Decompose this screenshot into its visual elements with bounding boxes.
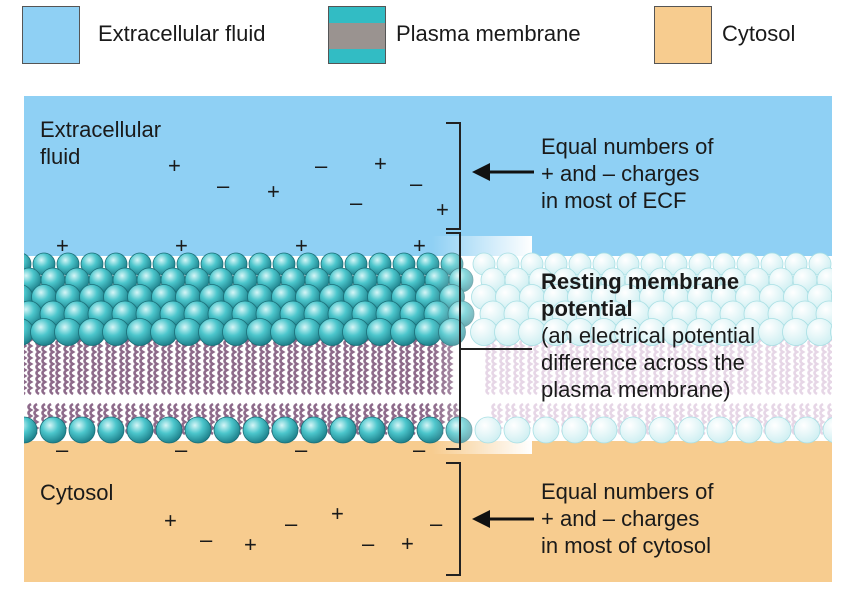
membrane-outer-charge: +: [175, 233, 188, 258]
membrane-illustration: [24, 96, 832, 582]
membrane-diagram: Extracellular fluid Cytosol Equal number…: [24, 96, 832, 582]
cytosol-annotation: Equal numbers of + and – charges in most…: [541, 478, 713, 559]
cytosol-charge: +: [164, 508, 177, 533]
cytosol-region-label: Cytosol: [40, 480, 114, 505]
cytosol-charge: +: [331, 501, 344, 526]
membrane-desc-line: (an electrical potential: [541, 323, 756, 348]
ecf-region-label: Extracellular fluid: [40, 116, 161, 170]
ecf-charge: –: [217, 173, 230, 198]
annotation-line: + and – charges: [541, 506, 700, 531]
ecf-bracket: [446, 122, 461, 230]
cytosol-charge: –: [430, 511, 443, 536]
ecf-charge: +: [436, 197, 449, 222]
membrane-title-line: Resting membrane: [541, 269, 740, 294]
ecf-charge: +: [267, 179, 280, 204]
cytosol-charge: –: [285, 511, 298, 536]
membrane-annotation: Resting membrane potential (an electrica…: [541, 268, 755, 403]
cytosol-charge: +: [401, 531, 414, 556]
ecf-arrowhead: [472, 163, 490, 181]
legend-label: Extracellular fluid: [98, 21, 266, 46]
cytosol-bracket: [446, 462, 461, 576]
membrane-outer-charge: +: [295, 233, 308, 258]
legend-label: Cytosol: [722, 21, 796, 46]
ecf-charge: –: [315, 153, 328, 178]
extracellular-fluid-region: [24, 96, 832, 256]
cytosol-arrowhead: [472, 510, 490, 528]
cytosol-region: [24, 441, 832, 582]
membrane-inner-charge: –: [56, 437, 69, 462]
plasma-membrane: [24, 252, 475, 444]
membrane-desc-line: plasma membrane): [541, 377, 731, 402]
extracellular-fluid-swatch: [22, 6, 80, 64]
legend-label: Plasma membrane: [396, 21, 581, 46]
cytosol-swatch: [654, 6, 712, 64]
cytosol-charge: –: [200, 527, 213, 552]
cytosol-charge: +: [244, 532, 257, 557]
lipid-heads: [24, 252, 475, 444]
annotation-line: Equal numbers of: [541, 134, 714, 159]
membrane-inner-charge: –: [295, 437, 308, 462]
lipid-heads: [470, 252, 832, 444]
membrane-bracket: [446, 232, 461, 450]
cytosol-charge: –: [362, 531, 375, 556]
plasma-membrane-faded: [470, 252, 832, 444]
ecf-label-line: fluid: [40, 144, 81, 169]
membrane-title-line: potential: [541, 296, 633, 321]
membrane-outer-charge: +: [413, 233, 426, 258]
ecf-charge: –: [350, 190, 363, 215]
ecf-charge: +: [168, 153, 181, 178]
ecf-charge: +: [374, 151, 387, 176]
ecf-charge: –: [410, 171, 423, 196]
plasma-membrane-swatch: [328, 6, 386, 64]
membrane-outer-charge: +: [56, 233, 69, 258]
annotation-line: Equal numbers of: [541, 479, 714, 504]
membrane-inner-charge: –: [413, 437, 426, 462]
membrane-inner-charge: –: [175, 437, 188, 462]
ecf-label-line: Extracellular: [40, 117, 162, 142]
membrane-desc-line: difference across the: [541, 350, 745, 375]
ecf-annotation: Equal numbers of + and – charges in most…: [541, 133, 713, 214]
annotation-line: in most of cytosol: [541, 533, 711, 558]
annotation-line: + and – charges: [541, 161, 700, 186]
annotation-line: in most of ECF: [541, 188, 687, 213]
